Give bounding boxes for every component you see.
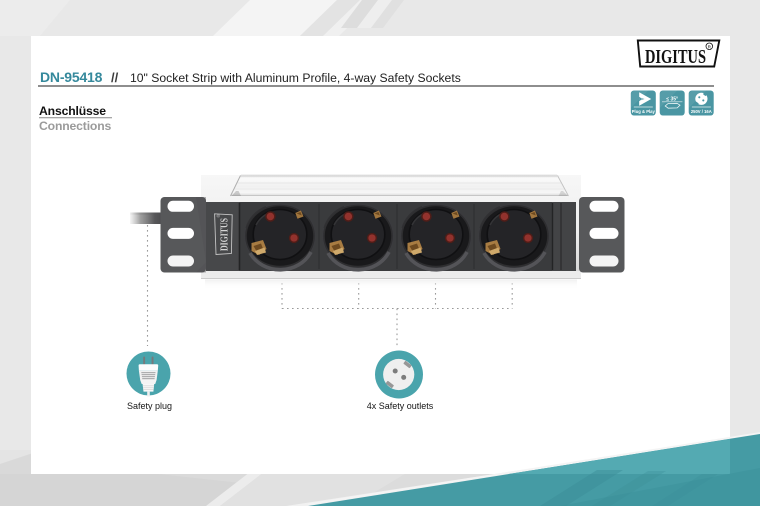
svg-text://: // — [111, 70, 119, 85]
svg-text:DIGITUS: DIGITUS — [220, 218, 231, 251]
svg-text:®: ® — [216, 214, 221, 218]
svg-text:Safety plug: Safety plug — [127, 401, 172, 411]
svg-text:Connections: Connections — [39, 119, 112, 133]
svg-text:10" Socket Strip with Aluminum: 10" Socket Strip with Aluminum Profile, … — [130, 71, 461, 85]
svg-text:4x Safety outlets: 4x Safety outlets — [367, 401, 434, 411]
svg-text:≤ 35°: ≤ 35° — [666, 96, 678, 102]
svg-text:DIGITUS: DIGITUS — [645, 46, 706, 68]
svg-text:250V / 16A: 250V / 16A — [691, 109, 712, 114]
svg-text:DN-95418: DN-95418 — [40, 69, 103, 85]
svg-text:Plug & Play: Plug & Play — [632, 109, 656, 114]
svg-text:Anschlüsse: Anschlüsse — [39, 104, 106, 118]
svg-text:R: R — [708, 44, 712, 49]
